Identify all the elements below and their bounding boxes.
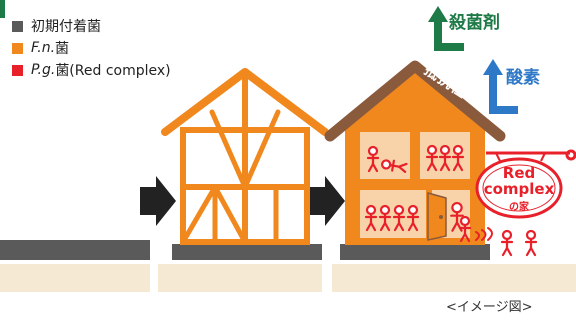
- bacterium-figure: [381, 159, 408, 173]
- bacterium-figure: [366, 145, 380, 173]
- arrow-right-icon: [140, 176, 176, 226]
- bacterium-figure: [425, 144, 439, 172]
- bacterium-figure: [406, 204, 420, 232]
- legend-swatch-red: [12, 64, 23, 76]
- sign-text-house: の家: [509, 202, 529, 213]
- corner-accent: [0, 0, 5, 18]
- legend-label-fn-suffix: 菌: [55, 41, 70, 57]
- bacteria-figures: [364, 144, 538, 257]
- legend-label-fn-italic: F.n.: [31, 40, 56, 56]
- ground-slab-1: [0, 240, 150, 260]
- arrow-up-icon: [428, 6, 448, 22]
- bacterium-figure: [451, 144, 465, 172]
- legend-swatch-gray: [12, 20, 23, 32]
- ground: [0, 240, 576, 292]
- sign-text-red: Red: [502, 164, 536, 182]
- arrow-right-icon: [309, 176, 345, 226]
- oxygen-arrow: [483, 59, 518, 114]
- legend-item-pg: P.g. 菌(Red complex): [12, 59, 171, 81]
- door-knob: [439, 215, 443, 219]
- legend-label-initial: 初期付着菌: [31, 19, 101, 35]
- ground-base-3: [332, 264, 576, 292]
- legend-item-initial: 初期付着菌: [12, 15, 171, 37]
- frame-roof: [161, 68, 329, 136]
- legend-item-fn: F.n. 菌: [12, 37, 171, 59]
- red-complex-sign: [475, 149, 576, 219]
- bactericide-label: 殺菌剤: [449, 13, 500, 33]
- bactericide-arrow: [428, 6, 464, 51]
- bacterium-figure: [524, 229, 538, 257]
- oxygen-label: 酸素: [506, 68, 540, 88]
- bacterium-figure: [378, 204, 392, 232]
- sign-text-complex: complex: [483, 180, 555, 198]
- bacterium-figure: [438, 144, 452, 172]
- ground-base-1: [0, 264, 150, 292]
- speed-lines: [475, 227, 493, 241]
- bacterium-figure: [458, 215, 472, 243]
- room-upper-left: [360, 132, 410, 179]
- bacterium-figure: [450, 201, 464, 232]
- red-complex-house: [324, 60, 506, 245]
- ground-slab-2: [172, 244, 322, 260]
- frame-house: [161, 68, 329, 245]
- legend-label-pg-italic: P.g.: [31, 62, 56, 78]
- ground-base-2: [158, 264, 322, 292]
- legend-label-pg-suffix: 菌(Red complex): [55, 63, 171, 79]
- legend-swatch-orange: [12, 42, 23, 54]
- door: [427, 192, 447, 241]
- ground-slab-3: [340, 244, 490, 260]
- arrow-up-icon: [483, 59, 503, 75]
- legend: 初期付着菌 F.n. 菌 P.g. 菌(Red complex): [12, 15, 171, 81]
- bacterium-figure: [364, 204, 378, 232]
- bacterium-figure: [392, 204, 406, 232]
- bacterium-figure: [500, 229, 514, 257]
- stage-arrows: [140, 176, 345, 226]
- image-caption: <イメージ図>: [446, 300, 533, 315]
- house-roof: [324, 60, 506, 142]
- sign-board: [475, 157, 563, 219]
